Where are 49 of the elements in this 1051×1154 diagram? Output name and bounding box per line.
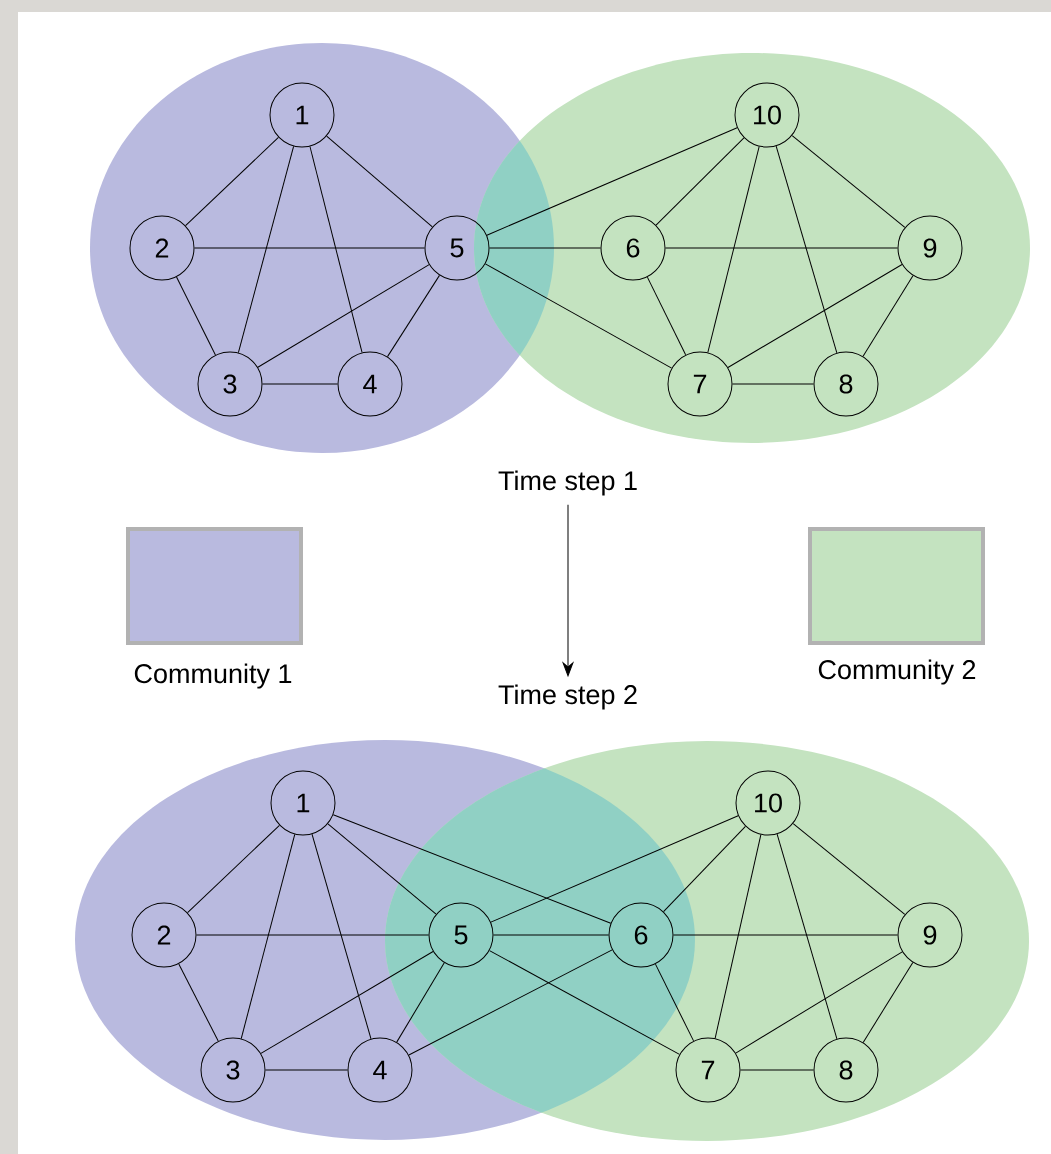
- graph-edge: [196, 934, 429, 936]
- graph-edge: [262, 383, 338, 385]
- graph-edge: [332, 814, 612, 924]
- graph-edge: [663, 825, 746, 913]
- graph-edge: [735, 951, 903, 1054]
- graph-edge: [176, 276, 216, 356]
- graph-edge: [257, 264, 430, 368]
- graph-edge: [732, 383, 814, 385]
- arrow: [562, 504, 574, 677]
- graph-edge: [775, 145, 838, 354]
- graph-edge: [265, 1069, 348, 1071]
- graph-edge: [493, 934, 609, 936]
- graph-edge: [187, 824, 280, 914]
- graph-edge: [791, 135, 906, 228]
- graph-edge: [776, 833, 838, 1040]
- graph-edge: [490, 815, 739, 923]
- graph-edge: [673, 934, 898, 936]
- graph-edge: [396, 962, 445, 1043]
- graph-edge: [240, 833, 296, 1040]
- time-step-label: Time step 2: [498, 684, 637, 710]
- time-step-label: Time step 1: [498, 470, 637, 496]
- graph-edge: [654, 963, 695, 1042]
- graph-edge: [260, 951, 434, 1054]
- graph-edge: [311, 833, 372, 1040]
- graph-edge: [309, 146, 363, 353]
- graph-edge: [862, 962, 914, 1043]
- graph-edge: [326, 135, 433, 228]
- legend-label: Community 2: [818, 659, 976, 685]
- graph-edge: [185, 136, 279, 227]
- graph-edge: [387, 274, 440, 358]
- graph-edge: [237, 145, 295, 354]
- graph-edge: [646, 276, 687, 356]
- graph-edge: [707, 146, 760, 353]
- graph-edge: [486, 127, 738, 236]
- graph-edge: [178, 963, 219, 1042]
- graph-edge: [408, 949, 613, 1056]
- graph-edge: [489, 950, 680, 1055]
- graph-edge: [862, 275, 914, 357]
- legend-label: Community 1: [134, 663, 292, 689]
- graph-edge: [484, 263, 673, 369]
- graph-edge: [194, 247, 425, 249]
- graph-edge: [489, 247, 601, 249]
- graph-edge: [714, 834, 762, 1039]
- graph-edge: [655, 137, 745, 226]
- graph-edge: [740, 1069, 814, 1071]
- graph-edge: [327, 823, 437, 915]
- graph-edge: [792, 823, 906, 915]
- graph-edge: [665, 247, 898, 249]
- graph-edge: [727, 264, 903, 368]
